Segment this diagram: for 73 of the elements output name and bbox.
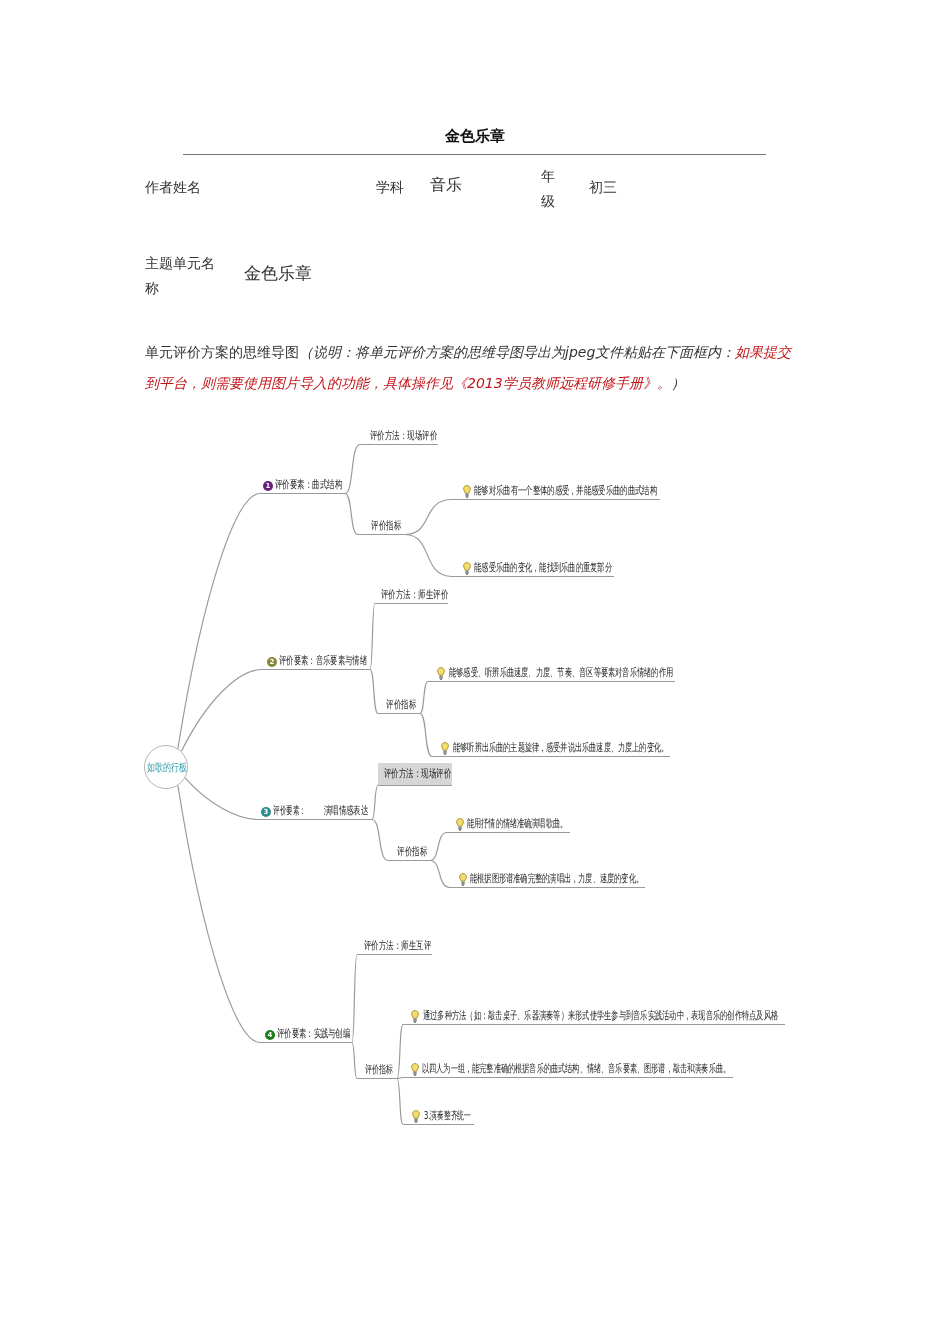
- connector-line: [404, 533, 453, 578]
- field-label: 学科: [376, 178, 404, 196]
- connector-line: [180, 668, 263, 752]
- connector-line: [396, 1023, 404, 1080]
- connector-line: [351, 953, 358, 1044]
- topic-text: 能够对乐曲有一个整体的感受，并能感受乐曲的曲式结构: [474, 484, 657, 497]
- highlighted-topic: [378, 763, 452, 786]
- topic-text: 评价要素：: [273, 804, 306, 817]
- topic-text: 评价要素：实践与创编: [277, 1027, 350, 1040]
- topic-text: 能感受乐曲的变化，能找到乐曲的重复部分: [474, 561, 612, 574]
- branch-topic: [378, 697, 420, 714]
- topic-text: 3.演奏整齐统一: [424, 1109, 471, 1122]
- connector-line: [429, 859, 451, 889]
- branch-topic: [360, 428, 438, 445]
- branch-topic: [403, 1008, 785, 1025]
- branch-topic: [452, 560, 614, 577]
- connector-line: [419, 712, 433, 758]
- branch-topic: [375, 587, 448, 604]
- branch-topic: [388, 844, 430, 861]
- connector-line: [344, 492, 359, 536]
- branch-topic: [450, 871, 645, 888]
- branch-topic: [447, 816, 570, 833]
- central-topic: 如歌的行板: [144, 745, 188, 789]
- field-value: 初三: [589, 178, 617, 196]
- branch-topic: [403, 1108, 474, 1125]
- field-value: 金色乐章: [244, 264, 312, 282]
- topic-text: 评价指标: [371, 519, 401, 532]
- connector-line: [177, 784, 261, 1044]
- connector-line: [369, 602, 376, 671]
- branch-topic: [357, 1062, 397, 1079]
- field-label: 主题单元名称: [145, 254, 216, 298]
- branch-topic: [428, 665, 675, 682]
- topic-text: 评价方法：现场评价: [370, 429, 437, 442]
- topic-text: 能根据图形谱准确完整的演唱出，力度、速度的变化。: [470, 872, 643, 885]
- connector-line: [371, 784, 379, 821]
- connector-line: [177, 492, 261, 750]
- topic-text: 能够感受、听辨乐曲速度、力度、节奏、音区等要素对音乐情绪的作用: [449, 666, 673, 679]
- connector-line: [419, 680, 429, 715]
- topic-text: 通过多种方法（如：敲击桌子、乐器演奏等）来形式使学生参与到音乐实践活动中，表现音乐的创作特点及风格: [423, 1009, 778, 1022]
- branch-topic: [358, 518, 405, 535]
- branch-topic: [260, 477, 345, 494]
- field-label: 年级: [541, 167, 556, 211]
- page-title: 金色乐章: [445, 127, 505, 145]
- branch-topic: [432, 740, 670, 757]
- branch-topic: [260, 1026, 352, 1043]
- instruction-text: 单元评价方案的思维导图（说明：将单元评价方案的思维导图导出为jpeg文件粘贴在下面框内：如果提交到平台，则需要使用图片导入的功能，具体操作见《2013学员教师远程研修手册》。）: [145, 343, 794, 393]
- topic-text: 评价要素：曲式结构: [275, 478, 342, 491]
- connector-line: [371, 818, 389, 862]
- topic-text: 评价要素：音乐要素与情绪: [279, 654, 367, 667]
- branch-topic: [357, 938, 432, 955]
- topic-text: 评价指标: [397, 845, 427, 858]
- topic-text: 演唱情感表达: [324, 804, 368, 817]
- connector-line: [429, 831, 448, 862]
- branch-topic: [403, 1061, 733, 1078]
- connector-line: [351, 1041, 358, 1080]
- connector-line: [396, 1077, 404, 1126]
- topic-text: 以四人为一组，能完整准确的根据音乐的曲式结构、情绪、音乐要素、图形谱，敲击和演奏乐曲。: [422, 1062, 730, 1075]
- connector-line: [396, 1076, 404, 1080]
- topic-text: 评价指标: [386, 698, 416, 711]
- topic-text: 能用抒情的情绪准确演唱歌曲。: [467, 817, 567, 830]
- topic-text: 评价指标: [365, 1063, 393, 1076]
- connector-line: [344, 443, 361, 495]
- connector-line: [184, 777, 259, 821]
- field-label: 作者姓名: [145, 178, 201, 196]
- topic-text: 评价方法：现场评价: [384, 767, 451, 780]
- connector-line: [369, 668, 379, 715]
- branch-topic: [262, 653, 370, 670]
- branch-topic: [452, 483, 660, 500]
- topic-text: 评价方法：师生评价: [381, 588, 448, 601]
- topic-text: 评价方法：师生互评: [364, 939, 431, 952]
- field-value: 音乐: [430, 176, 462, 194]
- branch-topic: [258, 803, 372, 820]
- topic-text: 能够听辨出乐曲的主题旋律，感受并说出乐曲速度、力度上的变化。: [453, 741, 668, 754]
